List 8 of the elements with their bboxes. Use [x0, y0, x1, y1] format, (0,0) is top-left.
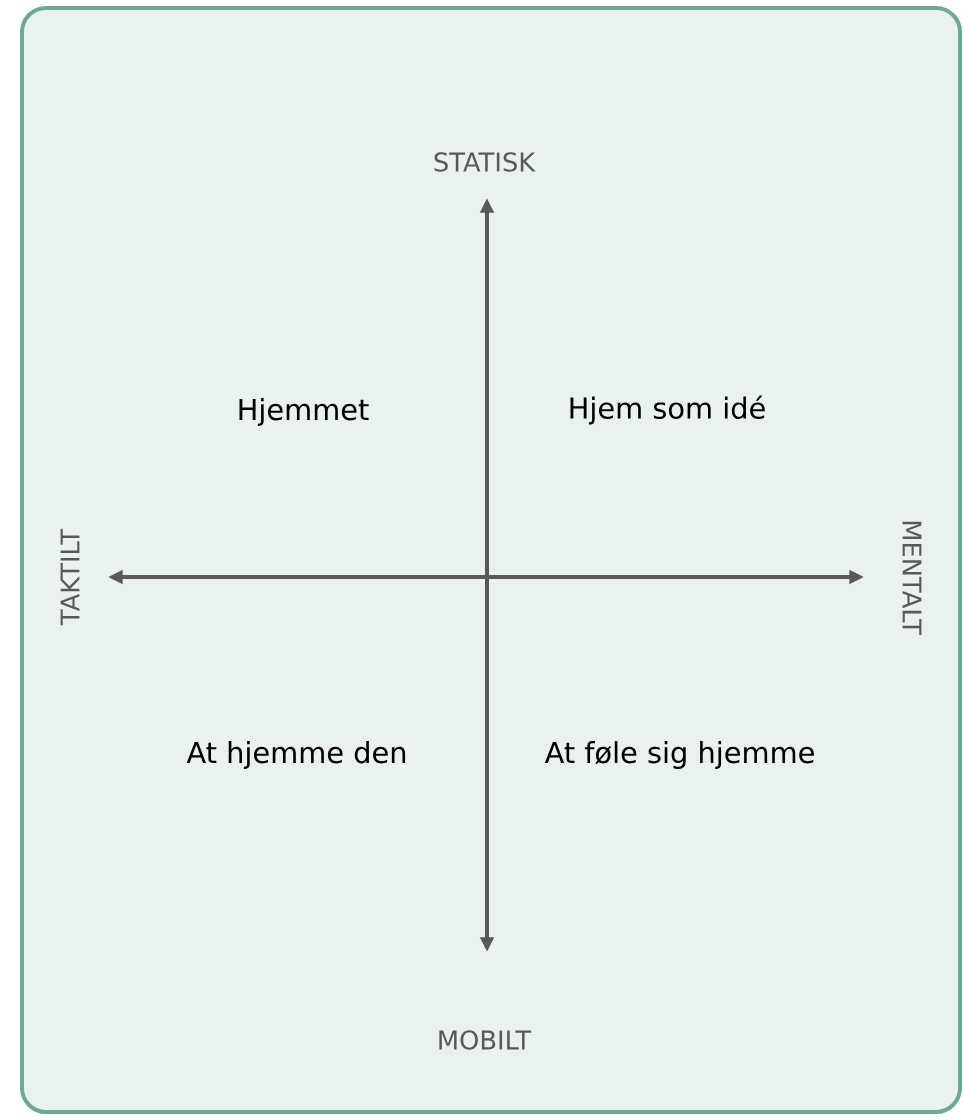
quadrant-label: Hjem som idé: [570, 395, 765, 425]
axis-label: STATISK: [434, 152, 536, 172]
axis-label: TAKTILT: [60, 528, 80, 626]
axis-label: MOBILT: [439, 1030, 532, 1050]
quadrant-label: At føle sig hjemme: [544, 741, 814, 769]
axis-label: MENTALT: [902, 521, 922, 635]
quadrant-label: At hjemme den: [186, 741, 406, 769]
quadrant-label: Hjemmet: [239, 398, 369, 426]
